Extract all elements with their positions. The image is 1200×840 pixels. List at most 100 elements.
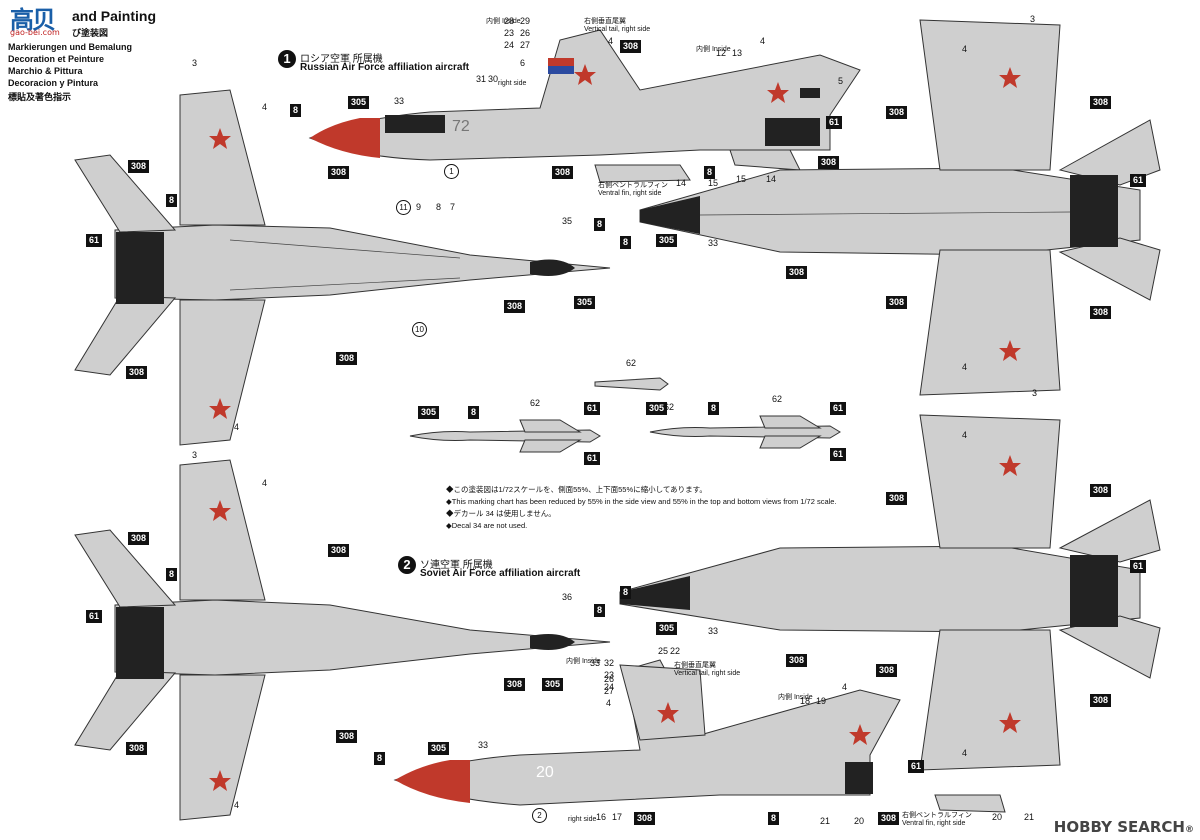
decal-number: 14 xyxy=(766,174,777,184)
top-view-1 xyxy=(74,89,611,446)
color-code-box: 8 xyxy=(620,586,632,599)
color-code-box: 308 xyxy=(878,812,900,825)
color-code-box: 305 xyxy=(646,402,668,415)
color-code-box: 61 xyxy=(86,610,103,623)
color-code-box: 308 xyxy=(786,266,808,279)
note-decal-en: ◆Decal 34 are not used. xyxy=(446,521,528,530)
color-code-box: 308 xyxy=(1090,306,1112,319)
page-title: and Painting xyxy=(72,8,156,24)
color-code-box: 8 xyxy=(594,218,606,231)
title-zh: 標貼及著色指示 xyxy=(8,92,72,102)
decal-number: 4 xyxy=(962,430,968,440)
color-code-box: 61 xyxy=(826,116,843,129)
decal-number: 36 xyxy=(562,592,573,602)
note-scale-jp: ◆この塗装図は1/72スケールを、側面55%、上下面55%に縮小してあります。 xyxy=(446,485,707,494)
color-code-box: 8 xyxy=(620,236,632,249)
missiles xyxy=(409,377,841,453)
color-code-box: 305 xyxy=(656,234,678,247)
inside-label: 内側 Inside xyxy=(696,46,731,53)
color-code-box: 308 xyxy=(552,166,574,179)
color-code-box: 305 xyxy=(418,406,440,419)
decal-number: 5 xyxy=(838,76,844,86)
decal-number: 32 xyxy=(604,658,615,668)
color-code-box: 308 xyxy=(128,160,150,173)
color-code-box: 308 xyxy=(328,166,350,179)
watermark-brand: HOBBY SEARCH xyxy=(1053,818,1185,836)
color-code-box: 308 xyxy=(1090,694,1112,707)
brand-logo-text: 高贝 xyxy=(10,6,56,34)
color-code-box: 308 xyxy=(336,730,358,743)
right-side-label: right side xyxy=(498,80,527,87)
bottom-view-1 xyxy=(639,19,1161,396)
color-code-label: 62 xyxy=(626,358,637,368)
decal-number: 22 xyxy=(670,646,681,656)
decal-number: 12 xyxy=(716,48,727,58)
decal-number: 4 xyxy=(608,36,614,46)
decal-number: 4 xyxy=(234,800,240,810)
color-code-box: 61 xyxy=(830,448,847,461)
vertical-tail-label-en: Vertical tail, right side xyxy=(674,670,741,677)
decal-number: 23 xyxy=(504,28,515,38)
section-title-en: Soviet Air Force affiliation aircraft xyxy=(420,568,581,579)
star-insignia xyxy=(209,64,1021,791)
color-code-box: 61 xyxy=(584,402,601,415)
section-title-en: Russian Air Force affiliation aircraft xyxy=(300,62,470,73)
page-title-jp: び塗装図 xyxy=(72,28,109,38)
color-code-box: 61 xyxy=(1130,174,1147,187)
color-code-box: 8 xyxy=(704,166,716,179)
note-decal-jp: ◆デカール 34 は使用しません。 xyxy=(446,509,556,518)
color-code-box: 305 xyxy=(428,742,450,755)
decal-number: 4 xyxy=(262,478,268,488)
color-code-box: 308 xyxy=(876,664,898,677)
color-code-label: 33 xyxy=(708,626,719,636)
color-code-label: 62 xyxy=(772,394,783,404)
section-title-jp: ソ連空軍 所属機 xyxy=(420,560,493,571)
decal-number: 11 xyxy=(396,200,411,215)
decal-number: 14 xyxy=(676,178,687,188)
decal-number: 20 xyxy=(854,816,865,826)
decal-number: 16 xyxy=(596,812,607,822)
decal-number: 31 xyxy=(476,74,487,84)
color-code-box: 8 xyxy=(374,752,386,765)
color-code-label: 62 xyxy=(664,402,675,412)
decal-number: 3 xyxy=(192,58,198,68)
bottom-view-2 xyxy=(619,414,1161,771)
ventral-fin-label-jp: 右側ベントラルフィン xyxy=(902,812,972,819)
color-code-box: 308 xyxy=(1090,96,1112,109)
decal-number: 27 xyxy=(604,686,615,696)
color-code-label: 62 xyxy=(530,398,541,408)
color-code-box: 308 xyxy=(504,300,526,313)
decal-number: 4 xyxy=(760,36,766,46)
color-code-box: 305 xyxy=(348,96,370,109)
color-code-box: 61 xyxy=(584,452,601,465)
decal-number: 3 xyxy=(192,450,198,460)
inside-label: 内側 Inside xyxy=(566,658,601,665)
aircraft-number-2: 20 xyxy=(536,764,554,781)
top-view-2 xyxy=(74,459,611,821)
decal-number: 25 xyxy=(658,646,669,656)
color-code-box: 8 xyxy=(290,104,302,117)
color-code-box: 8 xyxy=(708,402,720,415)
vertical-tail-label-jp: 右側垂直尾翼 xyxy=(674,662,716,669)
decal-number: 35 xyxy=(562,216,573,226)
decal-number: 13 xyxy=(732,48,743,58)
notes-block: ◆この塗装図は1/72スケールを、側面55%、上下面55%に縮小してあります。 … xyxy=(446,484,846,532)
color-code-box: 308 xyxy=(126,742,148,755)
decal-number: 26 xyxy=(520,28,531,38)
color-code-box: 8 xyxy=(768,812,780,825)
decal-number: 33 xyxy=(590,658,601,668)
hobby-search-watermark: HOBBY SEARCH® xyxy=(1054,818,1194,836)
decal-number: 4 xyxy=(234,422,240,432)
decal-number: 4 xyxy=(606,698,612,708)
color-code-box: 308 xyxy=(886,106,908,119)
decal-number: 2 xyxy=(532,808,547,823)
decal-number: 18 xyxy=(800,696,811,706)
color-code-box: 308 xyxy=(328,544,350,557)
color-code-box: 308 xyxy=(886,296,908,309)
color-code-box: 8 xyxy=(166,568,178,581)
decal-number: 26 xyxy=(604,674,615,684)
color-code-box: 305 xyxy=(656,622,678,635)
color-code-box: 308 xyxy=(126,366,148,379)
